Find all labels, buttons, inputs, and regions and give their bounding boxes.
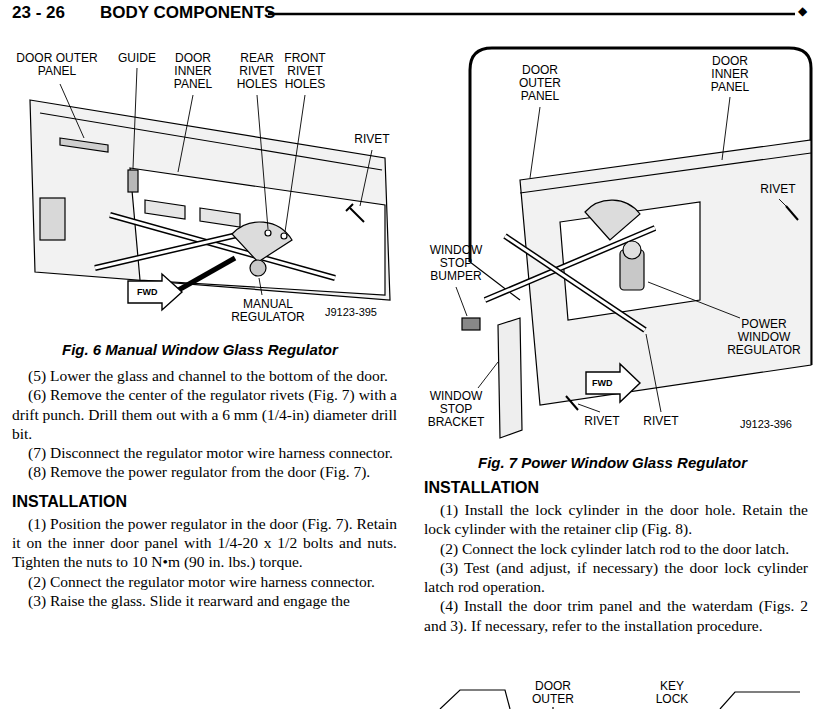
regulator-arm	[505, 236, 645, 330]
section-title: BODY COMPONENTS	[100, 3, 275, 23]
direction-label: FWD	[592, 378, 613, 388]
part-label: DOOR INNER PANEL	[169, 52, 217, 91]
part-label: MANUAL REGULATOR	[222, 298, 314, 324]
part-label: FRONT RIVET HOLES	[279, 52, 331, 91]
procedure-step: (5) Lower the glass and channel to the b…	[12, 366, 397, 385]
regulator-arm	[505, 236, 645, 330]
rivet-head	[346, 204, 353, 211]
motor-gear	[623, 241, 641, 259]
sector-gear	[232, 222, 292, 262]
figure-code: J9123-396	[740, 418, 792, 430]
text-column: (5) Lower the glass and channel to the b…	[12, 366, 397, 610]
power-regulator-figure	[456, 48, 811, 438]
rivet	[786, 206, 798, 220]
part-label: KEY LOCK	[649, 680, 695, 706]
figure-code: J9123-395	[325, 306, 377, 318]
leader-line	[578, 404, 600, 412]
leader-line	[360, 150, 372, 206]
guide	[128, 170, 138, 192]
leader-line	[552, 707, 553, 709]
procedure-step: (1) Install the lock cylinder in the doo…	[424, 500, 808, 539]
page-number: 23 - 26	[12, 3, 65, 23]
figure-caption: Fig. 7 Power Window Glass Regulator	[478, 454, 747, 471]
procedure-step: (6) Remove the center of the regulator r…	[12, 385, 397, 443]
part-label: RIVET	[638, 415, 684, 428]
rivet-hole	[265, 230, 271, 236]
manual-regulator-figure	[30, 68, 390, 310]
sector-gear	[585, 200, 640, 240]
lock-figure-fragment	[440, 690, 800, 709]
part-label: DOOR OUTER PANEL	[512, 64, 568, 103]
leader-lines	[60, 68, 372, 295]
leader-line	[456, 287, 467, 316]
regulator-arm	[110, 215, 335, 278]
procedure-step: (2) Connect the regulator motor wire har…	[12, 572, 397, 591]
regulator-knob	[250, 260, 266, 276]
door-outer-panel	[30, 100, 390, 300]
section-heading: INSTALLATION	[424, 478, 808, 498]
leader-lines	[456, 97, 786, 412]
fwd-arrow	[128, 274, 182, 310]
door-handle	[60, 138, 108, 152]
text-column: INSTALLATION(1) Install the lock cylinde…	[424, 478, 808, 635]
belt-line	[40, 113, 382, 170]
part-label: DOOR OUTER	[525, 680, 581, 706]
leader-line	[648, 282, 740, 318]
leader-line	[478, 362, 498, 388]
latch	[40, 198, 65, 240]
leader-line	[178, 95, 193, 172]
leader-line	[646, 334, 661, 412]
leader-line	[60, 84, 84, 138]
section-heading: INSTALLATION	[12, 492, 397, 512]
procedure-step: (2) Connect the lock cylinder latch rod …	[424, 539, 808, 558]
regulator-arm	[110, 215, 335, 278]
rivet	[566, 396, 578, 410]
window-stop-bracket	[498, 318, 522, 438]
leader-line	[133, 68, 137, 168]
part-label: DOOR INNER PANEL	[702, 55, 758, 94]
part-label: POWER WINDOW REGULATOR	[723, 318, 805, 357]
lock-part	[440, 690, 510, 709]
page-header-rule	[268, 14, 795, 15]
fwd-arrow	[586, 364, 640, 402]
regulator-arm	[175, 258, 235, 292]
leader-line	[285, 95, 305, 232]
part-label: REAR RIVET HOLES	[232, 52, 282, 91]
panel-cutout	[200, 208, 240, 227]
part-label: DOOR OUTER PANEL	[9, 52, 105, 78]
part-label: RIVET	[349, 133, 395, 146]
end-mark: ◆	[798, 4, 807, 18]
leader-line	[722, 97, 730, 160]
rivet-hole	[281, 233, 287, 239]
part-label: GUIDE	[112, 52, 162, 65]
lock-part	[720, 692, 800, 709]
procedure-step: (4) Install the door trim panel and the …	[424, 596, 808, 635]
procedure-step: (3) Test (and adjust, if necessary) the …	[424, 558, 808, 597]
rivet	[350, 208, 364, 222]
procedure-step: (8) Remove the power regulator from the …	[12, 462, 397, 481]
part-label: WINDOW STOP BRACKET	[423, 390, 489, 429]
procedure-step: (7) Disconnect the regulator motor wire …	[12, 443, 397, 462]
direction-label: FWD	[137, 287, 158, 297]
leader-line	[530, 107, 540, 178]
panel-cutout	[145, 200, 185, 219]
procedure-step: (3) Raise the glass. Slide it rearward a…	[12, 591, 397, 610]
leader-line	[779, 199, 786, 206]
figure-caption: Fig. 6 Manual Window Glass Regulator	[62, 341, 338, 358]
header-rule	[268, 13, 795, 16]
window-stop-bumper	[462, 318, 480, 330]
part-label: RIVET	[755, 183, 801, 196]
part-label: WINDOW STOP BUMPER	[423, 244, 489, 283]
leader-line	[257, 95, 268, 229]
leader-line	[259, 278, 262, 295]
part-label: RIVET	[579, 415, 625, 428]
procedure-step: (1) Position the power regulator in the …	[12, 514, 397, 572]
